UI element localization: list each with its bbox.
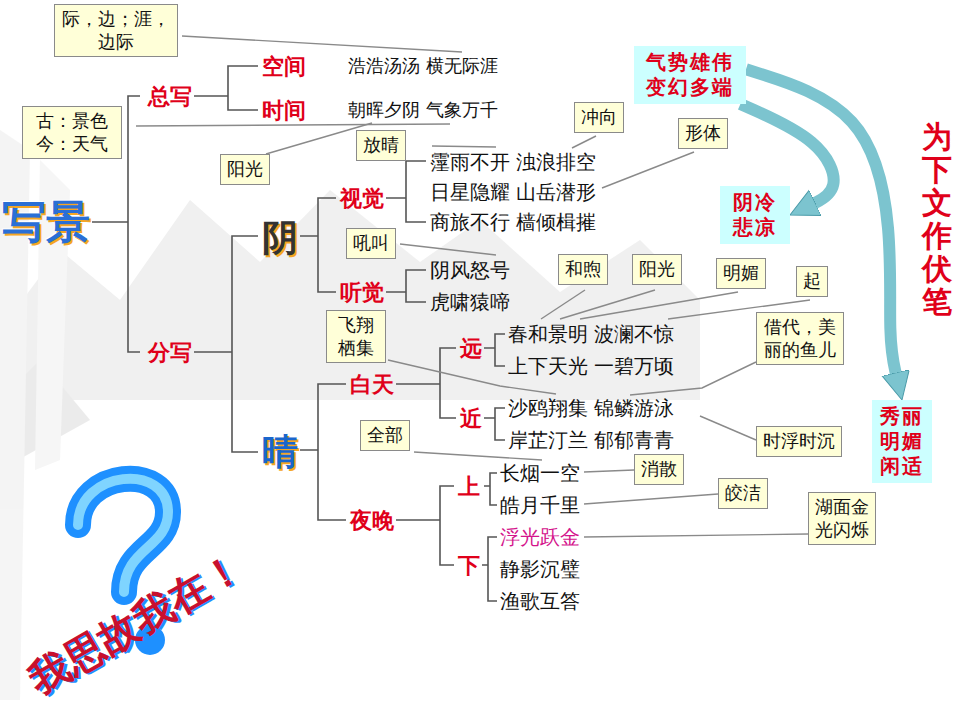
quote-line: 阴风怒号 — [430, 258, 510, 282]
note-callout: 湖面金光闪烁 — [808, 492, 876, 545]
note-callout: 阳光 — [220, 154, 270, 185]
note-callout: 古：景色 今：天气 — [22, 106, 122, 159]
node-text: 形体 — [685, 122, 721, 145]
node-text: 湖面金光闪烁 — [815, 496, 869, 541]
quote-line: 静影沉璧 — [500, 557, 580, 581]
branch-label: 总写 — [148, 84, 192, 110]
note-callout: 放晴 — [356, 130, 406, 161]
note-callout: 阳光 — [632, 254, 682, 285]
node-text: 皎洁 — [725, 482, 761, 505]
note-callout: 消散 — [634, 454, 684, 485]
note-callout: 冲向 — [574, 102, 624, 133]
quote-line: 岸芷汀兰 郁郁青青 — [508, 428, 674, 452]
node-text: 放晴 — [363, 134, 399, 157]
branch-label: 近 — [460, 406, 482, 432]
leader-lines — [136, 36, 810, 537]
node-text: 吼叫 — [353, 232, 389, 255]
note-callout: 飞翔 栖集 — [326, 310, 386, 363]
branch-label: 夜晚 — [350, 508, 394, 534]
node-text: 全部 — [367, 424, 403, 447]
note-callout: 全部 — [360, 420, 410, 451]
quote-line: 春和景明 波澜不惊 — [508, 322, 674, 346]
node-text: 阳光 — [639, 258, 675, 281]
quote-line: 虎啸猿啼 — [430, 290, 510, 314]
node-text: 古：景色 今：天气 — [29, 110, 115, 155]
note-callout: 起 — [796, 266, 828, 297]
summary-box: 秀丽 明媚 闲适 — [872, 400, 932, 483]
node-text: 消散 — [641, 458, 677, 481]
branch-label: 视觉 — [340, 186, 384, 212]
note-callout: 时浮时沉 — [756, 426, 842, 457]
quote-line: 朝晖夕阴 气象万千 — [348, 99, 498, 121]
note-callout: 明媚 — [716, 258, 766, 289]
branch-label: 听觉 — [340, 280, 384, 306]
branch-label: 远 — [460, 336, 482, 362]
node-text: 冲向 — [581, 106, 617, 129]
quote-line: 沙鸥翔集 锦鳞游泳 — [508, 396, 674, 420]
branch-label: 白天 — [350, 372, 394, 398]
summary-box: 气势雄伟 变幻多端 — [634, 46, 746, 104]
note-callout: 形体 — [678, 118, 728, 149]
node-text: 阴冷 悲凉 — [726, 190, 784, 240]
quote-line: 上下天光 一碧万顷 — [508, 354, 674, 378]
branch-label: 时间 — [262, 98, 306, 124]
branch-label: 上 — [458, 474, 480, 500]
quote-line: 日星隐耀 山岳潜形 — [430, 180, 596, 204]
node-text: 气势雄伟 变幻多端 — [640, 50, 740, 100]
quote-line: 浮光跃金 — [500, 525, 580, 549]
quote-line: 浩浩汤汤 横无际涯 — [348, 55, 498, 77]
branch-label: 下 — [458, 553, 480, 579]
node-text: 借代，美丽的鱼儿 — [763, 316, 837, 361]
note-callout: 借代，美丽的鱼儿 — [756, 312, 844, 365]
quote-line: 长烟一空 — [500, 461, 580, 485]
note-callout: 吼叫 — [346, 228, 396, 259]
node-text: 阳光 — [227, 158, 263, 181]
branch-label: 阴 — [262, 216, 298, 259]
note-callout: 际，边；涯，边际 — [54, 4, 178, 57]
branch-label: 分写 — [148, 340, 192, 366]
note-callout: 和煦 — [558, 254, 608, 285]
quote-line: 商旅不行 樯倾楫摧 — [430, 210, 596, 234]
branch-label: 晴 — [262, 430, 298, 473]
branch-label: 空间 — [262, 54, 306, 80]
quote-line: 皓月千里 — [500, 493, 580, 517]
node-text: 时浮时沉 — [763, 430, 835, 453]
node-text: 际，边；涯，边际 — [61, 8, 171, 53]
node-text: 起 — [803, 270, 821, 293]
quote-line: 渔歌互答 — [500, 589, 580, 613]
node-text: 秀丽 明媚 闲适 — [878, 404, 926, 479]
quote-line: 霪雨不开 浊浪排空 — [430, 150, 596, 174]
node-text: 和煦 — [565, 258, 601, 281]
summary-box: 阴冷 悲凉 — [720, 186, 790, 244]
topic-title: 写景 — [2, 196, 90, 249]
note-callout: 皎洁 — [718, 478, 768, 509]
arrow-note: 为下文作伏笔 — [922, 120, 952, 318]
node-text: 明媚 — [723, 262, 759, 285]
node-text: 飞翔 栖集 — [333, 314, 379, 359]
